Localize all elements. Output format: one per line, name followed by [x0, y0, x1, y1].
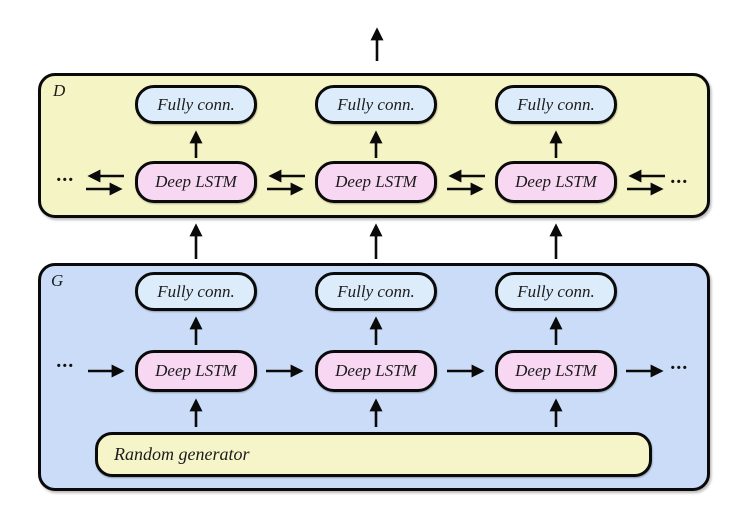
- discriminator-fully-connected-3: Fully conn.: [495, 85, 617, 124]
- generator-deep-lstm-3: Deep LSTM: [495, 350, 617, 392]
- random-generator-bar: Random generator: [95, 432, 652, 477]
- discriminator-deep-lstm-1: Deep LSTM: [135, 161, 257, 203]
- discriminator-label: D: [53, 81, 66, 100]
- discriminator-fully-connected-2: Fully conn.: [315, 85, 437, 124]
- generator-deep-lstm-2: Deep LSTM: [315, 350, 437, 392]
- discriminator-ellipsis-right: ...: [671, 166, 689, 188]
- generator-label: G: [51, 271, 64, 290]
- discriminator-deep-lstm-2: Deep LSTM: [315, 161, 437, 203]
- discriminator-fully-connected-1: Fully conn.: [135, 85, 257, 124]
- generator-fully-connected-3: Fully conn.: [495, 272, 617, 311]
- discriminator-deep-lstm-3: Deep LSTM: [495, 161, 617, 203]
- generator-fully-connected-1: Fully conn.: [135, 272, 257, 311]
- generator-ellipsis-right: ...: [671, 352, 689, 374]
- generator-ellipsis-left: ...: [57, 350, 75, 372]
- generator-deep-lstm-1: Deep LSTM: [135, 350, 257, 392]
- generator-fully-connected-2: Fully conn.: [315, 272, 437, 311]
- discriminator-ellipsis-left: ...: [57, 164, 75, 186]
